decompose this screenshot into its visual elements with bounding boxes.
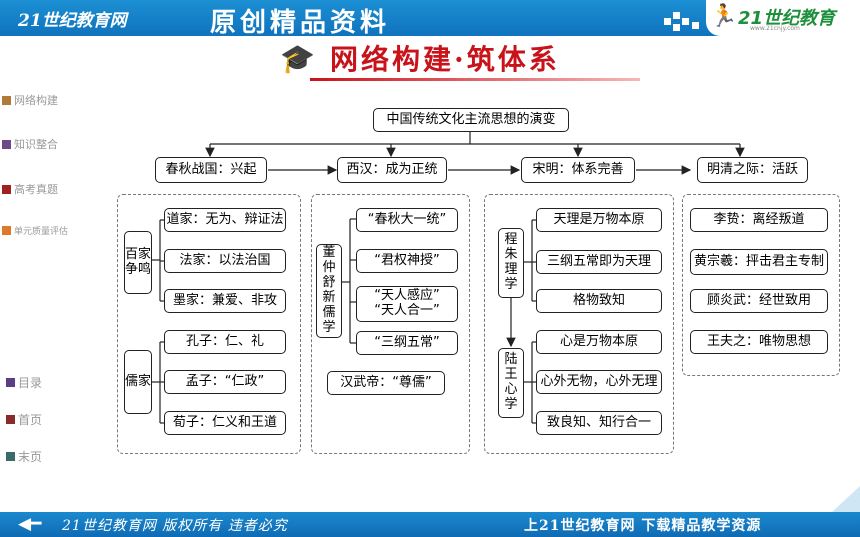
thinker-li-zhi: 李贽：离经叛道 bbox=[690, 208, 828, 232]
stage-ming-qing: 明清之际：活跃 bbox=[697, 157, 808, 183]
thinker-confucius: 孔子：仁、礼 bbox=[164, 330, 286, 354]
thinker-huang-zongxi: 黄宗羲：抨击君主专制 bbox=[690, 249, 828, 275]
ming-qing-group bbox=[682, 194, 840, 376]
sidebar-item-exam[interactable]: 高考真题 bbox=[2, 181, 58, 197]
xin-innate-knowledge: 致良知、知行合一 bbox=[536, 411, 662, 435]
logo-text: 21世纪教育 bbox=[738, 8, 836, 29]
stage-spring-autumn: 春秋战国：兴起 bbox=[155, 157, 267, 183]
label-lu-wang: 陆王心学 bbox=[498, 348, 524, 418]
li-three-cardinal: 三纲五常即为天理 bbox=[536, 250, 662, 274]
thinker-gu-yanwu: 顾炎武：经世致用 bbox=[690, 289, 828, 313]
label-dong-zhongshu: 董仲舒新儒学 bbox=[316, 244, 342, 338]
nav-label: 末页 bbox=[18, 450, 43, 464]
idea-great-unity: “春秋大一统” bbox=[356, 208, 458, 232]
school-legalism: 法家：以法治国 bbox=[164, 249, 286, 273]
square-bullet-icon bbox=[2, 184, 11, 194]
section-title: 网络构建·筑体系 bbox=[330, 43, 560, 76]
banner-slogan: 原创精品资料 bbox=[210, 8, 391, 38]
square-bullet-icon bbox=[6, 378, 15, 387]
graduation-cap-books-icon: 🎓 bbox=[280, 42, 315, 75]
idea-heaven-man-line1: “天人感应” bbox=[374, 288, 440, 304]
sidebar-item-network[interactable]: 网络构建 bbox=[2, 92, 58, 108]
idea-heaven-man-line2: “天人合一” bbox=[374, 303, 440, 318]
school-mohism: 墨家：兼爱、非攻 bbox=[164, 289, 286, 313]
top-banner: 21世纪教育网 原创精品资料 🏃 21世纪教育 www.21cnjy.com bbox=[0, 0, 860, 38]
nav-label: 首页 bbox=[18, 413, 43, 427]
sidebar-item-knowledge[interactable]: 知识整合 bbox=[2, 136, 58, 152]
square-bullet-icon bbox=[6, 452, 15, 461]
school-daoism: 道家：无为、辩证法 bbox=[164, 208, 286, 232]
root-node: 中国传统文化主流思想的演变 bbox=[373, 108, 569, 132]
li-investigate-things: 格物致知 bbox=[536, 289, 662, 313]
sidebar-item-label: 高考真题 bbox=[14, 183, 58, 196]
runner-icon: 🏃 bbox=[710, 4, 738, 29]
square-bullet-icon bbox=[2, 95, 11, 105]
title-underline bbox=[310, 78, 640, 81]
thinker-mencius: 孟子：“仁政” bbox=[164, 370, 286, 394]
decor-squares-icon bbox=[664, 12, 704, 32]
nav-last-page[interactable]: 末页 bbox=[6, 448, 42, 465]
square-bullet-icon bbox=[2, 226, 11, 235]
back-arrow-icon[interactable]: ◀━ bbox=[18, 514, 42, 534]
footer-bar: ◀━ 21世纪教育网 版权所有 违者必究 上21世纪教育网 下载精品教学资源 bbox=[0, 512, 860, 537]
xin-mind-origin: 心是万物本原 bbox=[536, 330, 662, 354]
thinker-wang-fuzhi: 王夫之：唯物思想 bbox=[690, 330, 828, 354]
sidebar-item-label: 单元质量评估 bbox=[14, 227, 69, 237]
label-confucianism: 儒家 bbox=[124, 350, 152, 414]
idea-three-cardinal: “三纲五常” bbox=[356, 331, 458, 355]
spring-autumn-group bbox=[117, 194, 301, 454]
corner-decoration-icon bbox=[832, 486, 860, 512]
footer-download-link[interactable]: 上21世纪教育网 下载精品教学资源 bbox=[524, 518, 762, 534]
square-bullet-icon bbox=[6, 415, 15, 424]
nav-contents[interactable]: 目录 bbox=[6, 374, 42, 391]
sidebar-item-label: 网络构建 bbox=[14, 94, 58, 107]
sidebar-item-assessment[interactable]: 单元质量评估 bbox=[2, 224, 68, 237]
site-name: 21世纪教育网 bbox=[18, 11, 127, 31]
square-bullet-icon bbox=[2, 139, 11, 149]
logo-url: www.21cnjy.com bbox=[750, 25, 800, 32]
label-hundred-schools: 百家争鸣 bbox=[124, 231, 152, 294]
label-cheng-zhu: 程朱理学 bbox=[498, 228, 524, 298]
nav-first-page[interactable]: 首页 bbox=[6, 411, 42, 428]
idea-divine-right: “君权神授” bbox=[356, 249, 458, 273]
song-ming-group bbox=[484, 194, 674, 454]
thinker-xunzi: 荀子：仁义和王道 bbox=[164, 411, 286, 435]
footer-copyright: 21世纪教育网 版权所有 违者必究 bbox=[62, 518, 288, 534]
western-han-group bbox=[311, 194, 470, 454]
stage-western-han: 西汉：成为正统 bbox=[337, 157, 447, 183]
emperor-wu: 汉武帝：“尊儒” bbox=[327, 371, 445, 395]
stage-song-ming: 宋明：体系完善 bbox=[521, 157, 635, 183]
idea-heaven-man: “天人感应” “天人合一” bbox=[356, 286, 458, 322]
xin-no-outside: 心外无物，心外无理 bbox=[536, 370, 662, 394]
sidebar-item-label: 知识整合 bbox=[14, 138, 58, 151]
nav-label: 目录 bbox=[18, 376, 43, 390]
site-logo[interactable]: 🏃 21世纪教育 www.21cnjy.com bbox=[706, 0, 860, 36]
li-principle-origin: 天理是万物本原 bbox=[536, 208, 662, 232]
